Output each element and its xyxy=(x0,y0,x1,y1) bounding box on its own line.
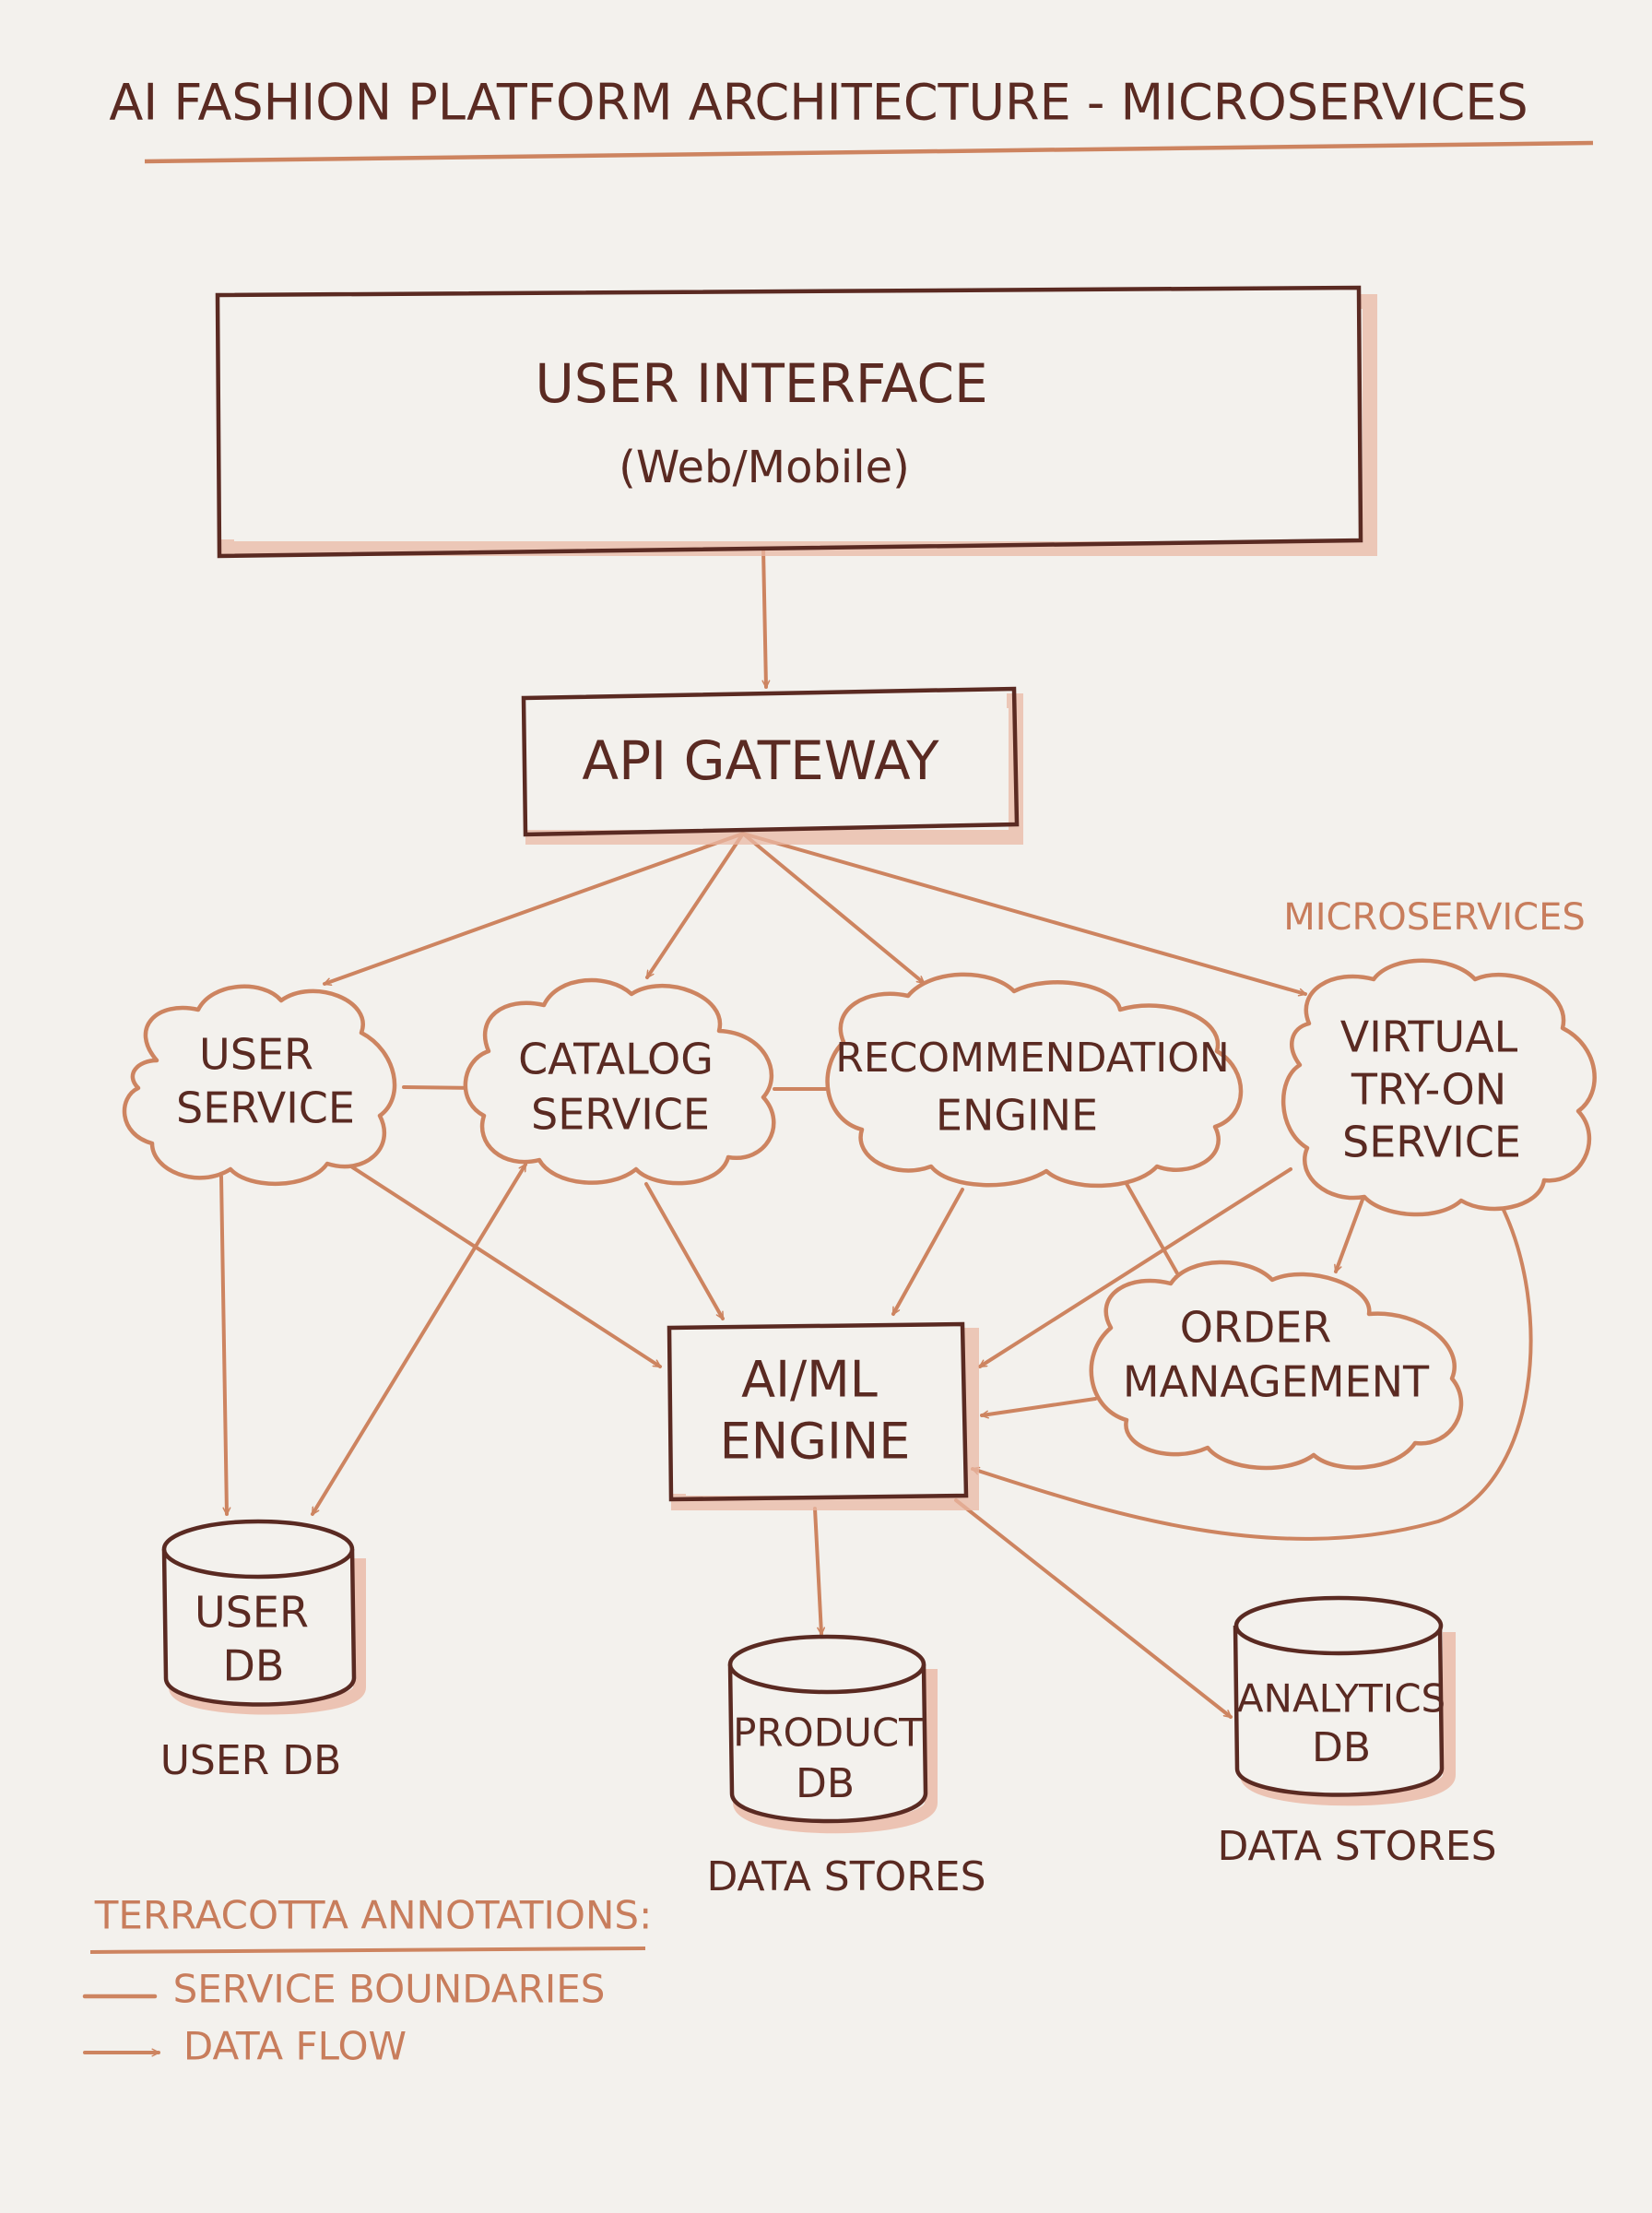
user-service-line2: SERVICE xyxy=(176,1083,355,1133)
analytics-db-line2: DB xyxy=(1312,1724,1371,1771)
edge-gateway-to-catalog xyxy=(645,832,745,979)
product-db-cylinder: PRODUCT DB xyxy=(727,1634,938,1834)
analytics-db-caption: DATA STORES xyxy=(1217,1823,1496,1870)
user-db-cylinder: USER DB xyxy=(161,1519,366,1715)
order-management-cloud: ORDER MANAGEMENT xyxy=(1089,1260,1464,1471)
virtual-tryon-line2: TRY-ON xyxy=(1351,1065,1506,1115)
user-db-line2: DB xyxy=(223,1641,285,1691)
user-service-line1: USER xyxy=(199,1030,313,1080)
virtual-tryon-line3: SERVICE xyxy=(1342,1118,1521,1167)
edge-recommendation-to-ai-engine xyxy=(891,1188,964,1316)
legend: TERRACOTTA ANNOTATIONS: SERVICE BOUNDARI… xyxy=(82,1893,652,2069)
virtual-tryon-line1: VIRTUAL xyxy=(1340,1012,1518,1062)
user-db-line1: USER xyxy=(195,1588,309,1638)
edge-virtual-tryon-to-ai-engine xyxy=(978,1167,1292,1368)
api-gateway-label: API GATEWAY xyxy=(582,729,939,792)
product-db-caption: DATA STORES xyxy=(706,1853,985,1900)
edge-ai-engine-to-product-db xyxy=(813,1507,826,1636)
recommendation-engine-line2: ENGINE xyxy=(936,1091,1098,1141)
recommendation-engine-cloud: RECOMMENDATION ENGINE xyxy=(825,972,1244,1189)
edge-user-service-to-user-db xyxy=(219,1175,231,1516)
edge-user-service-to-ai-engine xyxy=(336,1156,662,1368)
user-interface-title: USER INTERFACE xyxy=(535,352,987,415)
edge-gateway-to-virtual-tryon xyxy=(741,832,1307,997)
user-db-caption: USER DB xyxy=(160,1737,342,1784)
user-interface-subtitle: (Web/Mobile) xyxy=(619,442,910,493)
product-db-line2: DB xyxy=(796,1760,855,1807)
catalog-service-cloud: CATALOG SERVICE xyxy=(463,977,776,1186)
virtual-tryon-cloud: VIRTUAL TRY-ON SERVICE xyxy=(1281,958,1597,1217)
ai-ml-engine-line2: ENGINE xyxy=(720,1413,911,1471)
legend-data-flow: DATA FLOW xyxy=(183,2024,407,2069)
edge-catalog-to-ai-engine xyxy=(644,1182,725,1320)
edge-gateway-to-user-service xyxy=(323,832,745,986)
edge-ui-to-gateway xyxy=(761,547,771,689)
data-flow-edges xyxy=(219,547,1533,1719)
ai-ml-engine-line1: AI/ML xyxy=(741,1351,878,1409)
user-service-cloud: USER SERVICE xyxy=(122,984,397,1186)
ai-ml-engine-box: AI/ML ENGINE xyxy=(667,1321,979,1510)
edge-order-to-ai-engine xyxy=(980,1397,1097,1419)
order-management-line1: ORDER xyxy=(1180,1303,1332,1353)
analytics-db-line1: ANALYTICS xyxy=(1237,1676,1446,1722)
edge-gateway-to-recommendation xyxy=(741,832,926,985)
api-gateway-box: API GATEWAY xyxy=(521,686,1023,845)
product-db-line1: PRODUCT xyxy=(733,1710,923,1756)
title-underline xyxy=(144,140,1594,164)
order-management-line2: MANAGEMENT xyxy=(1123,1357,1430,1407)
user-interface-box: USER INTERFACE (Web/Mobile) xyxy=(215,285,1377,559)
catalog-service-line1: CATALOG xyxy=(518,1035,714,1084)
diagram-title: AI FASHION PLATFORM ARCHITECTURE - MICRO… xyxy=(109,74,1528,132)
recommendation-engine-line1: RECOMMENDATION xyxy=(835,1035,1230,1082)
catalog-service-line2: SERVICE xyxy=(531,1090,710,1140)
edge-ai-engine-to-analytics-db xyxy=(954,1498,1233,1719)
legend-service-boundaries: SERVICE BOUNDARIES xyxy=(173,1967,606,2012)
analytics-db-cylinder: ANALYTICS DB xyxy=(1233,1595,1456,1806)
edge-recommendation-to-order xyxy=(1116,1167,1183,1282)
edge-virtual-tryon-loop-to-ai-engine xyxy=(971,1202,1533,1541)
edge-user-db-catalog-bidirectional xyxy=(311,1163,527,1516)
legend-title-underline xyxy=(89,1947,646,1954)
microservices-label: MICROSERVICES xyxy=(1283,896,1586,939)
legend-title: TERRACOTTA ANNOTATIONS: xyxy=(94,1893,652,1938)
